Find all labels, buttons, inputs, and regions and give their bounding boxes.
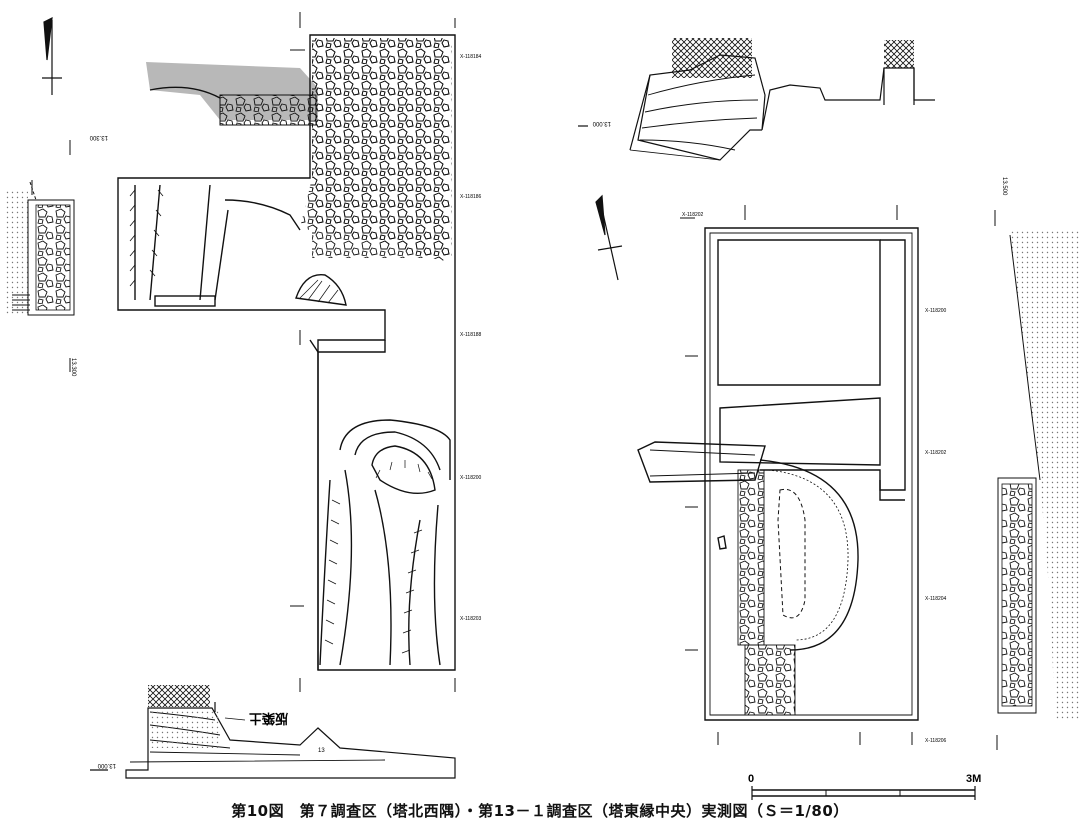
- right-plan-ticks: [680, 205, 913, 745]
- plan-trench-13-1: [637, 227, 919, 721]
- north-arrow-left: [42, 16, 62, 95]
- north-arrow-right: [595, 194, 623, 281]
- scale-start-label: 0: [748, 773, 754, 785]
- level-left-top: 13.300: [89, 134, 108, 140]
- level-left-bottom: 13.300: [70, 358, 76, 377]
- level-right-side: 13.500: [1001, 177, 1007, 196]
- coord-left-5: X-118203: [460, 616, 482, 622]
- coord-right-2: X-118200: [925, 308, 947, 314]
- fill-soil-label: 版築土: [249, 711, 288, 726]
- coord-right-1: X-118202: [682, 212, 704, 218]
- coord-right-3: X-118202: [925, 450, 947, 456]
- left-side-section: [6, 181, 75, 316]
- coord-right-4: X-118204: [925, 596, 947, 602]
- coord-left-4: X-118200: [460, 475, 482, 481]
- scale-bar: [751, 786, 976, 800]
- right-side-section: [994, 210, 1080, 750]
- coord-left-1: X-118184: [460, 54, 482, 60]
- plan-trench-7: [117, 34, 456, 671]
- section-trench-13-1: [578, 38, 935, 161]
- coord-right-5: X-118206: [925, 738, 947, 744]
- figure-caption: 第10図 第７調査区（塔北西隅）・第13－１調査区（塔東縁中央）実測図（Ｓ＝1/…: [231, 802, 849, 820]
- level-left-section: 13.000: [97, 762, 116, 768]
- coord-left-3: X-118188: [460, 332, 482, 338]
- excavation-drawing: 13.300 13.300: [6, 12, 1080, 800]
- left-plan-ticks: [290, 12, 456, 692]
- section-trench-7: [90, 685, 456, 779]
- section-number: 13: [318, 748, 325, 754]
- scale-end-label: 3M: [966, 773, 981, 785]
- level-right-top: 13.000: [592, 120, 611, 126]
- coord-left-2: X-118186: [460, 194, 482, 200]
